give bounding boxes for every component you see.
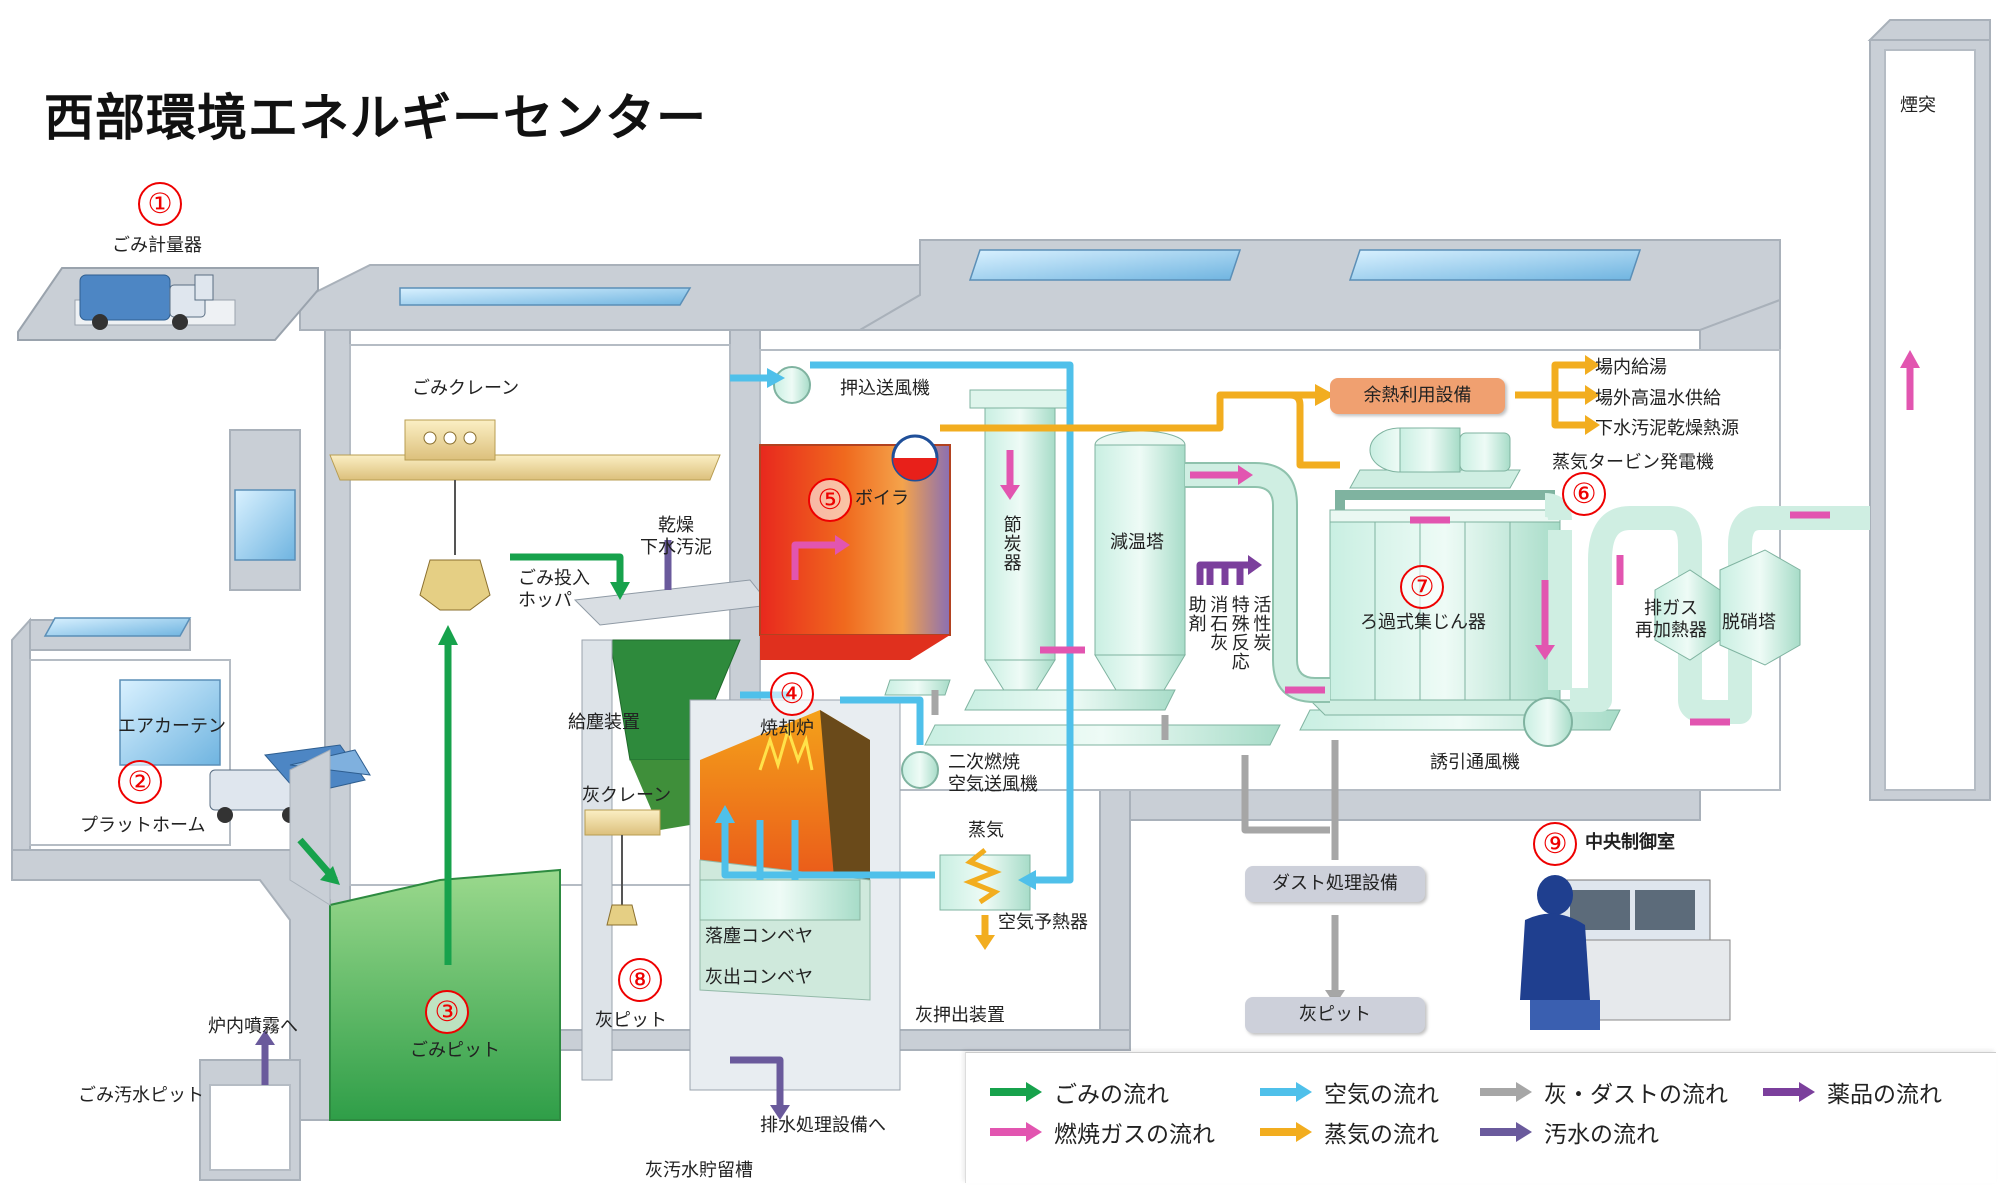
label-platform: プラットホーム xyxy=(80,815,206,836)
bag-filter xyxy=(1308,490,1582,716)
legend-label: 燃焼ガスの流れ xyxy=(1054,1122,1215,1148)
legend-arrow-icon xyxy=(1480,1082,1532,1102)
legend: ごみの流れ 空気の流れ 灰・ダストの流れ 薬品の流れ 燃焼ガスの流れ 蒸気の流れ… xyxy=(965,1052,1996,1183)
marker-5: ⑤ xyxy=(808,478,852,522)
truck-scale xyxy=(17,267,319,341)
label-pit: ごみピット xyxy=(410,1040,500,1061)
marker-7: ⑦ xyxy=(1400,565,1444,609)
label-hot-water-in: 場内給湯 xyxy=(1595,357,1667,378)
label-drain: 排水処理設備へ xyxy=(760,1115,886,1136)
label-feeder: 給塵装置 xyxy=(568,712,640,733)
marker-1: ① xyxy=(138,182,182,226)
label-drop-conveyor: 落塵コンベヤ xyxy=(705,926,813,947)
label-reheater: 排ガス 再加熱器 xyxy=(1635,598,1707,641)
label-air-curtain: エアカーテン xyxy=(118,716,226,737)
label-stack: 煙突 xyxy=(1900,95,1936,116)
label-denitration: 脱硝塔 xyxy=(1722,612,1776,633)
skylights xyxy=(43,249,1642,766)
arrow-heads xyxy=(255,350,1920,1120)
page-title: 西部環境エネルギーセンター xyxy=(44,89,707,147)
marker-8: ⑧ xyxy=(618,958,662,1002)
economizer xyxy=(969,389,1071,701)
air-preheater xyxy=(939,854,1031,911)
label-bag-filter: ろ過式集じん器 xyxy=(1360,612,1486,633)
garbage-crane xyxy=(329,419,721,611)
label-air-preheater: 空気予熱器 xyxy=(998,912,1088,933)
legend-label: 灰・ダストの流れ xyxy=(1544,1082,1728,1108)
legend-item-wastewater: 汚水の流れ xyxy=(1478,1115,1659,1149)
label-boiler: ボイラ xyxy=(855,488,909,509)
induced-fan xyxy=(1523,697,1573,747)
legend-item-ash-dust: 灰・ダストの流れ xyxy=(1478,1075,1728,1109)
label-hopper: ごみ投入 ホッパ xyxy=(518,568,590,611)
label-ash-crane: 灰クレーン xyxy=(582,785,672,806)
legend-item-garbage: ごみの流れ xyxy=(988,1075,1169,1109)
marker-4: ④ xyxy=(770,672,814,716)
label-scale: ごみ計量器 xyxy=(112,235,202,256)
ash-crane xyxy=(584,809,661,926)
legend-arrow-icon xyxy=(990,1122,1042,1142)
denitration-tower xyxy=(1719,549,1801,666)
label-sludge-dry: 下水汚泥乾燥熱源 xyxy=(1595,418,1739,439)
label-ash-conveyor: 灰出コンベヤ xyxy=(705,967,813,988)
legend-arrow-icon xyxy=(1763,1082,1815,1102)
label-ash-pusher: 灰押出装置 xyxy=(915,1005,1005,1026)
label-control-room: 中央制御室 xyxy=(1585,832,1675,853)
secondary-fan xyxy=(901,751,939,789)
label-secondary-fan: 二次燃焼 空気送風機 xyxy=(948,752,1038,795)
legend-label: 薬品の流れ xyxy=(1827,1082,1942,1108)
flow-arrows xyxy=(261,360,1914,1110)
marker-9: ⑨ xyxy=(1533,822,1577,866)
legend-label: ごみの流れ xyxy=(1054,1082,1169,1108)
label-push-fan: 押込送風機 xyxy=(840,378,930,399)
cooling-tower xyxy=(1094,430,1186,706)
legend-item-steam: 蒸気の流れ xyxy=(1258,1115,1439,1149)
label-induced-fan: 誘引通風機 xyxy=(1430,752,1520,773)
legend-item-chemical: 薬品の流れ xyxy=(1761,1075,1942,1109)
legend-arrow-icon xyxy=(990,1082,1042,1102)
label-spray: 炉内噴霧へ xyxy=(208,1016,298,1037)
label-crane: ごみクレーン xyxy=(412,378,520,399)
label-incinerator: 焼却炉 xyxy=(760,718,814,739)
legend-label: 蒸気の流れ xyxy=(1324,1122,1439,1148)
label-hot-water-out: 場外高温水供給 xyxy=(1595,388,1721,409)
marker-3: ③ xyxy=(425,990,469,1034)
legend-arrow-icon xyxy=(1260,1082,1312,1102)
push-fan xyxy=(773,366,811,404)
legend-arrow-icon xyxy=(1480,1122,1532,1142)
label-cooling-tower: 減温塔 xyxy=(1110,532,1164,553)
legend-label: 汚水の流れ xyxy=(1544,1122,1659,1148)
legend-item-air: 空気の流れ xyxy=(1258,1075,1439,1109)
label-turbine: 蒸気タービン発電機 xyxy=(1552,452,1714,473)
turbine-generator xyxy=(1349,427,1521,489)
furnace-frame xyxy=(581,639,901,1091)
ash-pit-box: 灰ピット xyxy=(1245,997,1425,1033)
legend-item-combustion-gas: 燃焼ガスの流れ xyxy=(988,1115,1215,1149)
label-steam: 蒸気 xyxy=(968,820,1004,841)
legend-arrow-icon xyxy=(1260,1122,1312,1142)
label-ash-pit: 灰ピット xyxy=(595,1010,667,1031)
label-economizer: 節炭器 xyxy=(1000,515,1022,572)
label-ash-water-tank: 灰汚水貯留槽 xyxy=(645,1160,753,1181)
label-chemicals: 活性炭 特殊反応 消石灰 助剤 xyxy=(1185,595,1272,671)
dust-treatment-box: ダスト処理設備 xyxy=(1245,866,1425,902)
marker-6: ⑥ xyxy=(1562,472,1606,516)
label-sludge: 乾燥 下水汚泥 xyxy=(640,515,712,558)
label-sewage-pit: ごみ汚水ピット xyxy=(78,1085,204,1106)
marker-2: ② xyxy=(118,760,162,804)
waste-heat-box: 余熱利用設備 xyxy=(1330,378,1505,414)
legend-label: 空気の流れ xyxy=(1324,1082,1439,1108)
control-room-illustration xyxy=(1520,875,1731,1030)
